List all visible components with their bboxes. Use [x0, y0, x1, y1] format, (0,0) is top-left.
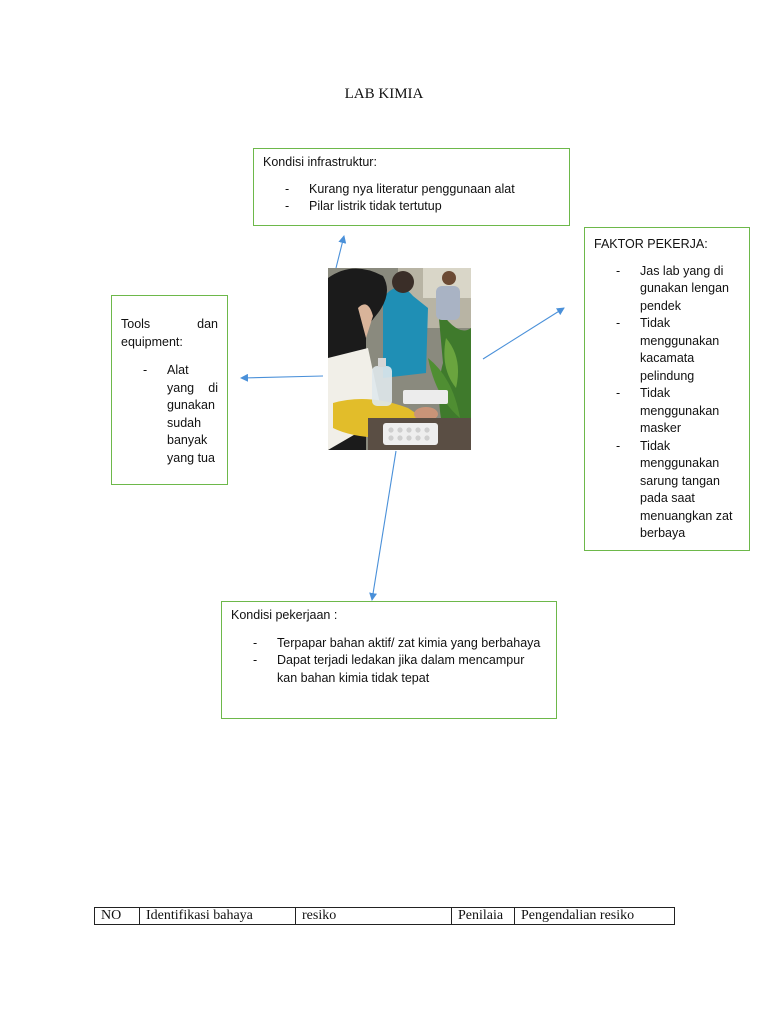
list-item: Tidak menggunakan sarung tangan pada saa…	[594, 438, 740, 543]
worker-factor-heading: FAKTOR PEKERJA:	[594, 237, 708, 251]
column-risk-control: Pengendalian resiko	[514, 907, 675, 925]
work-condition-box: Kondisi pekerjaan : Terpapar bahan aktif…	[221, 601, 557, 719]
risk-table: NO Identifikasi bahaya resiko Penilaia P…	[94, 907, 675, 925]
column-risk: resiko	[295, 907, 452, 925]
tools-equipment-box: Tools dan equipment: Alat yang di gunaka…	[111, 295, 228, 485]
worker-factor-list: Jas lab yang di gunakan lengan pendek Ti…	[594, 263, 740, 543]
arrow-to-work-condition	[369, 450, 397, 601]
list-item: Dapat terjadi ledakan jika dalam mencamp…	[231, 652, 547, 687]
column-hazard-identification: Identifikasi bahaya	[139, 907, 296, 925]
tools-equipment-list: Alat yang di gunakan sudah banyak yang t…	[121, 362, 218, 467]
column-assessment: Penilaia	[451, 907, 515, 925]
infrastructure-box: Kondisi infrastruktur: Kurang nya litera…	[253, 148, 570, 226]
work-condition-heading: Kondisi pekerjaan :	[231, 608, 338, 622]
arrow-to-worker-factor	[482, 307, 565, 360]
arrow-to-infrastructure	[335, 235, 347, 269]
worker-factor-box: FAKTOR PEKERJA: Jas lab yang di gunakan …	[584, 227, 750, 551]
infrastructure-heading: Kondisi infrastruktur:	[263, 155, 377, 169]
page-title: LAB KIMIA	[344, 86, 424, 102]
lab-photo-image	[328, 268, 471, 450]
list-item: Pilar listrik tidak tertutup	[263, 198, 560, 216]
list-item: Terpapar bahan aktif/ zat kimia yang ber…	[231, 635, 547, 653]
work-condition-list: Terpapar bahan aktif/ zat kimia yang ber…	[231, 635, 547, 688]
tools-equipment-heading: Tools dan equipment:	[121, 317, 218, 349]
list-item: Tidak menggunakan masker	[594, 385, 740, 438]
column-no: NO	[94, 907, 140, 925]
arrow-to-tools-equipment	[240, 373, 324, 382]
list-item: Alat yang di gunakan sudah banyak yang t…	[121, 362, 218, 467]
lab-photo	[328, 268, 471, 450]
infrastructure-list: Kurang nya literatur penggunaan alat Pil…	[263, 181, 560, 216]
list-item: Tidak menggunakan kacamata pelindung	[594, 315, 740, 385]
list-item: Kurang nya literatur penggunaan alat	[263, 181, 560, 199]
table-header-row: NO Identifikasi bahaya resiko Penilaia P…	[94, 907, 675, 925]
list-item: Jas lab yang di gunakan lengan pendek	[594, 263, 740, 316]
